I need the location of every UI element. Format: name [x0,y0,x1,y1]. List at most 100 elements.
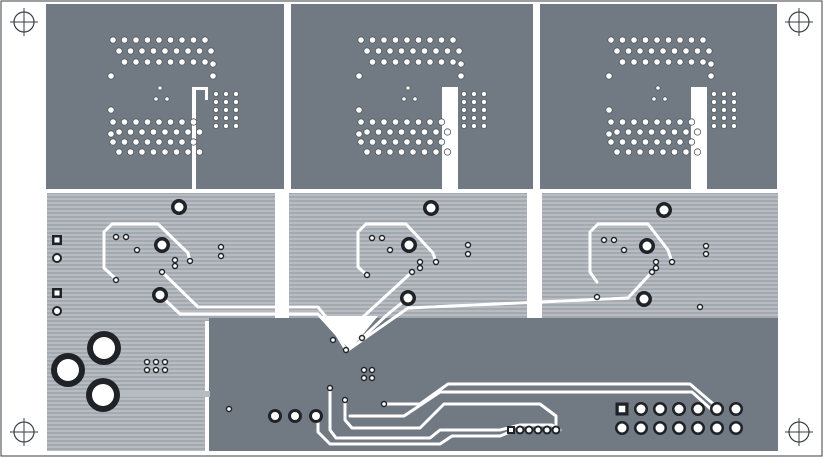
via [380,58,388,66]
via [120,58,129,66]
via [624,148,633,156]
via [426,138,434,146]
via [659,128,667,136]
via [380,36,388,44]
via [641,138,650,146]
via [120,36,129,44]
via [355,130,363,138]
mosfet-pad [656,202,672,218]
via [405,85,411,91]
via [420,128,429,136]
connector-pad [52,253,62,263]
header-pad [672,421,686,435]
via [682,47,690,55]
via [143,118,152,126]
via [607,36,615,44]
via [470,99,477,106]
via [693,47,702,55]
via [460,123,467,130]
trace-horizontal-bar [118,391,210,397]
trace-junction-clearance [318,316,378,350]
small-via [112,233,120,241]
via [426,58,434,66]
via [222,107,229,114]
trace-ch3-a [588,222,674,284]
small-via [432,258,440,266]
via [613,47,621,55]
trace-ch1-c [158,293,348,352]
small-via [464,241,472,249]
via [357,138,365,146]
via [109,36,117,44]
mounting-holes [10,8,813,446]
via [115,47,123,55]
small-via [702,250,710,258]
via [222,123,229,130]
via [155,58,163,66]
via [132,36,140,44]
via [721,123,728,130]
via [480,91,487,98]
via [178,138,186,146]
via [368,58,377,66]
via [731,115,738,122]
via [711,107,718,114]
mosfet-pad [171,199,187,215]
trace-bus-1 [328,386,562,440]
trace-bus-2 [343,398,558,430]
small-via [600,236,608,244]
via [149,128,158,136]
isolation-slot-2 [528,193,541,281]
via [664,36,673,44]
crosshair-circle-icon [785,418,813,446]
via [659,47,667,55]
small-via [143,358,151,366]
via [222,91,229,98]
small-via [341,396,349,404]
via [409,148,417,156]
small-via [696,303,704,311]
via [126,128,135,136]
via [138,148,146,156]
via [624,128,633,136]
trace-ch3-b [346,270,654,352]
via [664,58,673,66]
via [647,128,656,136]
trace-bus-4 [382,382,720,410]
via [138,47,146,55]
connector-pin-1-pad [52,288,62,298]
via [184,128,192,136]
via [664,138,673,146]
via [699,36,707,44]
via [636,148,644,156]
header-pin-1-pad [615,402,629,416]
via [391,58,400,66]
via [109,138,117,146]
component-pads [51,199,743,435]
via [138,128,146,136]
small-via [416,258,424,266]
via [426,36,434,44]
via [178,36,186,44]
trace-ch2-c [358,296,410,342]
via [195,128,204,136]
header-pad [729,402,743,416]
small-via [368,366,376,374]
via [149,148,158,156]
via [207,47,215,55]
via [687,138,696,146]
via [222,115,229,122]
small-via [386,246,394,254]
small-via [329,336,337,344]
copper-pour-channel-2 [291,4,533,189]
via [721,107,728,114]
via [132,138,140,146]
via [420,148,429,156]
via-field [107,36,738,156]
via [659,148,667,156]
via [480,123,487,130]
via [409,128,417,136]
header-pad [710,402,724,416]
via [670,47,679,55]
